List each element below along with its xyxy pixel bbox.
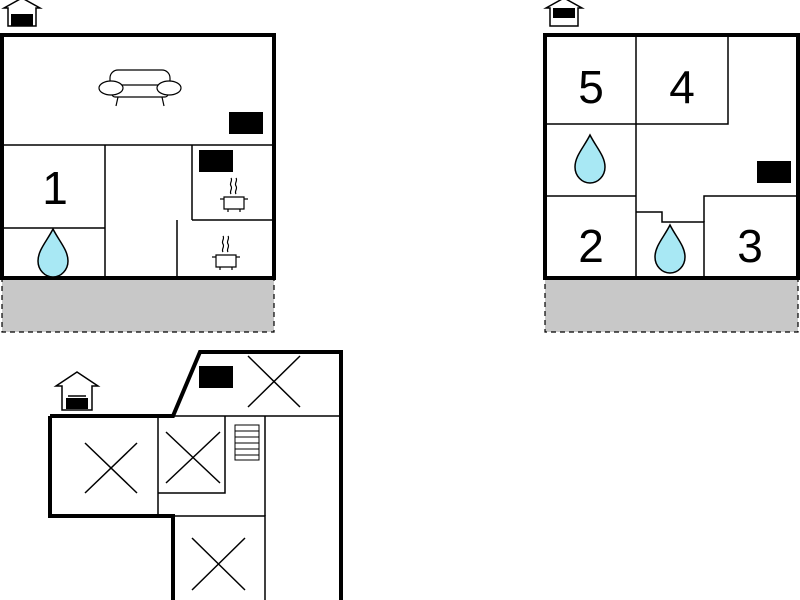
interior-walls bbox=[157, 415, 341, 600]
cooking-pot-icon bbox=[219, 177, 249, 213]
water-drop-icon bbox=[574, 134, 606, 184]
water-drop-icon bbox=[37, 228, 69, 278]
floor-plan-b: 5 4 2 3 bbox=[543, 0, 800, 333]
cross-mark-icon bbox=[191, 537, 246, 591]
house-floor-icon bbox=[53, 371, 101, 411]
radiator-icon bbox=[199, 150, 233, 172]
interior-walls bbox=[2, 144, 274, 278]
radiator-icon bbox=[757, 161, 791, 183]
cross-mark-icon bbox=[165, 431, 221, 484]
sofa-icon bbox=[98, 69, 182, 107]
outer-wall bbox=[48, 350, 343, 600]
water-drop-icon bbox=[654, 224, 686, 274]
house-floor-icon bbox=[543, 0, 585, 27]
radiator-icon bbox=[229, 112, 263, 134]
radiator-icon bbox=[199, 366, 233, 388]
cross-mark-icon bbox=[247, 355, 301, 408]
room-number-1: 1 bbox=[42, 162, 68, 214]
room-number-2: 2 bbox=[578, 220, 604, 272]
cross-mark-icon bbox=[84, 442, 138, 494]
cooking-pot-icon bbox=[211, 235, 241, 271]
stairs-icon bbox=[234, 424, 260, 461]
terrace bbox=[1, 277, 275, 333]
room-number-5: 5 bbox=[578, 61, 604, 113]
floor-plan-a: 1 bbox=[0, 0, 276, 333]
outer-wall bbox=[543, 33, 800, 280]
room-number-3: 3 bbox=[737, 220, 763, 272]
house-floor-icon bbox=[1, 0, 43, 27]
room-number-4: 4 bbox=[669, 61, 695, 113]
interior-walls bbox=[545, 35, 798, 278]
terrace bbox=[544, 277, 799, 333]
floor-plan-c bbox=[48, 350, 343, 600]
outer-wall bbox=[0, 33, 276, 280]
